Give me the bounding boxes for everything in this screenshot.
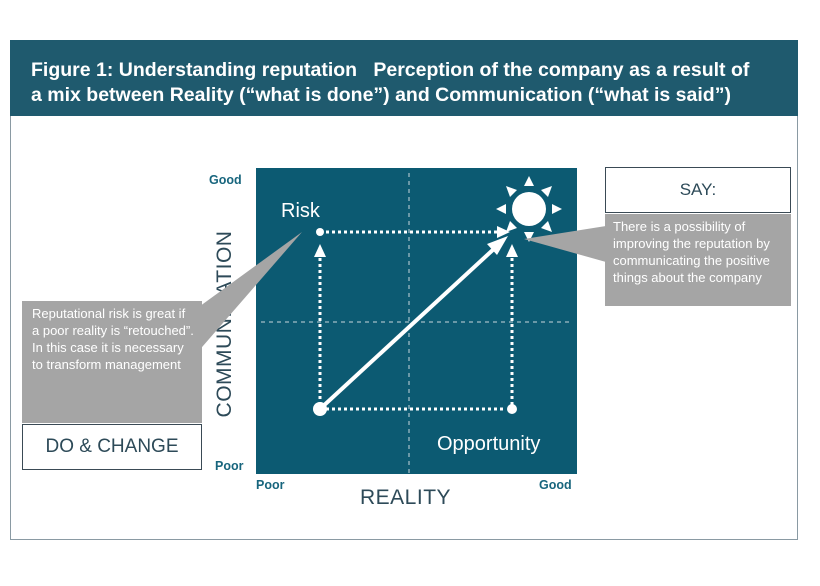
do-change-label: DO & CHANGE (45, 436, 179, 457)
opportunity-dot (507, 404, 517, 414)
figure-header: Figure 1: Understanding reputation Perce… (10, 40, 798, 116)
y-axis-low-label: Poor (215, 459, 244, 473)
x-axis-low-label: Poor (256, 478, 285, 492)
arrowhead-left (314, 244, 326, 257)
figure-title: Figure 1: Understanding reputation (31, 59, 358, 81)
figure-subtitle: Perception of the company as a result of (373, 59, 750, 81)
origin-dot (313, 402, 327, 416)
right-callout-pointer (524, 226, 606, 262)
do-change-callout: Reputational risk is great if a poor rea… (22, 301, 202, 423)
diagonal-arrowhead (487, 236, 508, 255)
say-label: SAY: (679, 180, 717, 199)
y-axis-high-label: Good (209, 173, 242, 187)
say-box: SAY: (605, 167, 791, 213)
figure-title-line2: a mix between Reality (“what is done”) a… (31, 84, 731, 106)
quadrant-panel: Risk Opportunity (256, 168, 577, 474)
arrowhead-top (497, 226, 510, 238)
sun-icon (496, 176, 562, 242)
diagonal-arrow (318, 245, 498, 411)
do-change-box: DO & CHANGE (22, 424, 202, 470)
x-axis-high-label: Good (539, 478, 572, 492)
risk-label: Risk (281, 200, 320, 222)
arrowhead-right (506, 244, 518, 257)
left-callout-pointer (196, 232, 302, 354)
quadrant-graphics (261, 173, 572, 474)
risk-dot (316, 228, 324, 236)
say-callout: There is a possibility of improving the … (605, 214, 791, 306)
x-axis-title: REALITY (360, 486, 452, 509)
say-callout-text: There is a possibility of improving the … (613, 219, 770, 285)
opportunity-label: Opportunity (437, 433, 541, 455)
do-change-callout-text: Reputational risk is great if a poor rea… (32, 306, 194, 372)
